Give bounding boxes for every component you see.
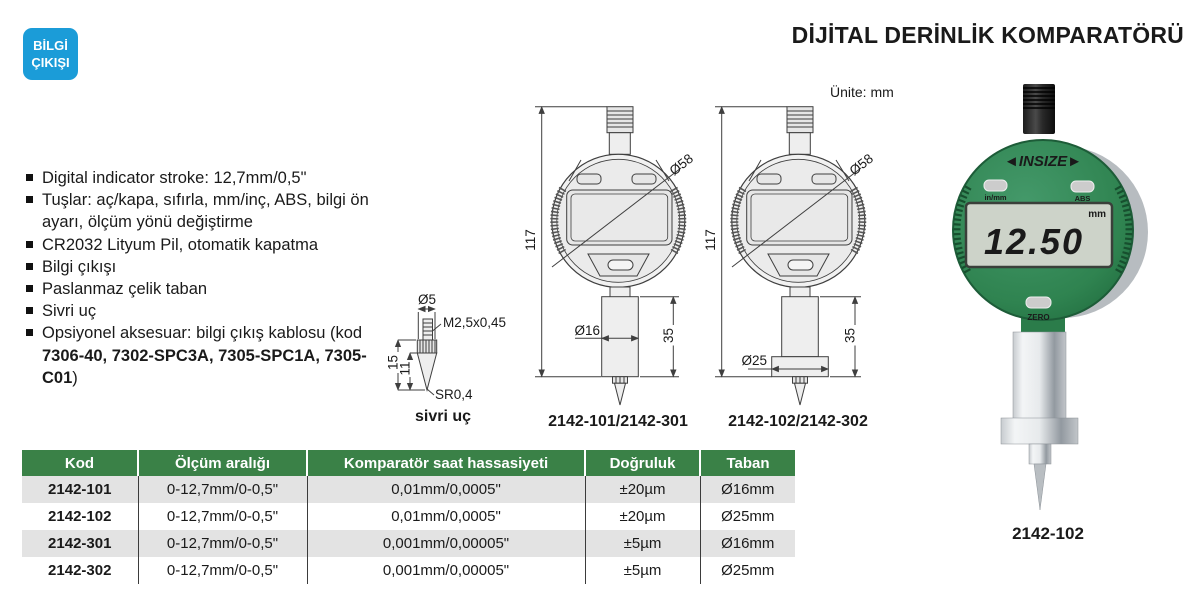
cell-base: Ø16mm [700,476,795,503]
spec-item: Sivri uç [25,300,379,322]
spec-list: Digital indicator stroke: 12,7mm/0,5" Tu… [25,167,379,389]
table-row: 2142-301 0-12,7mm/0-0,5" 0,001mm/0,00005… [22,530,795,557]
spec-item: Tuşlar: aç/kapa, sıfırla, mm/inç, ABS, b… [25,189,379,233]
lcd-screen [964,201,1114,269]
header-accuracy: Doğruluk [585,450,701,476]
gauge2-dia-label: Ø58 [847,151,876,179]
optional-codes: 7306-40, 7302-SPC3A, 7305-SPC1A, 7305-C0… [42,346,367,387]
header-resolution: Komparatör saat hassasiyeti [307,450,586,476]
abs-button [1070,180,1095,193]
cell-kod: 2142-102 [22,503,139,530]
cell-resolution: 0,001mm/0,00005" [307,530,586,557]
cell-resolution: 0,01mm/0,0005" [307,476,586,503]
zero-button [1025,296,1052,309]
tip-h11-label: 11 [398,361,413,375]
cell-kod: 2142-101 [22,476,139,503]
cell-accuracy: ±20µm [585,503,701,530]
gauge1-dia-label: Ø58 [667,151,696,179]
cell-range: 0-12,7mm/0-0,5" [138,503,308,530]
spec-item: Digital indicator stroke: 12,7mm/0,5" [25,167,379,189]
spec-table: Kod Ölçüm aralığı Komparatör saat hassas… [22,450,795,584]
inmm-button-label: in/mm [984,193,1006,202]
gauge1-base-h-label: 35 [661,328,676,343]
table-header-row: Kod Ölçüm aralığı Komparatör saat hassas… [22,450,795,476]
gauge2-height-label: 117 [703,229,718,251]
gauge-drawing-2: 117 Ø25 [703,105,876,430]
lcd-value: 12.50 [984,221,1084,262]
header-kod: Kod [22,450,139,476]
gauge2-caption: 2142-102/2142-302 [728,413,868,430]
photo-stem [1023,84,1055,134]
inmm-button [983,179,1008,192]
gauge1-caption: 2142-101/2142-301 [548,413,688,430]
tip-dia-label: Ø5 [418,292,436,307]
page-title: DİJİTAL DERİNLİK KOMPARATÖRÜ [791,22,1184,48]
cell-accuracy: ±5µm [585,557,701,584]
cell-resolution: 0,001mm/0,00005" [307,557,586,584]
header-base: Taban [700,450,795,476]
spec-item-optional: Opsiyonel aksesuar: bilgi çıkış kablosu … [25,322,379,389]
cell-kod: 2142-302 [22,557,139,584]
photo-gauge-face: ◄INSIZE► in/mm ABS mm 12.50 ZERO [952,139,1134,322]
info-output-badge: BİLGİ ÇIKIŞI [23,28,78,80]
cell-range: 0-12,7mm/0-0,5" [138,476,308,503]
gauge2-base-h-label: 35 [843,328,858,343]
table-row: 2142-302 0-12,7mm/0-0,5" 0,001mm/0,00005… [22,557,795,584]
lcd-unit: mm [1088,209,1106,220]
zero-button-label: ZERO [1027,313,1049,322]
optional-prefix: Opsiyonel aksesuar: bilgi çıkış kablosu … [42,324,363,343]
gauge1-height-label: 117 [523,229,538,251]
badge-line-1: BİLGİ [33,38,68,53]
optional-suffix: ) [72,368,78,387]
badge-line-2: ÇIKIŞI [31,55,70,70]
cell-kod: 2142-301 [22,530,139,557]
photo-base-assembly [1000,310,1079,511]
cell-range: 0-12,7mm/0-0,5" [138,557,308,584]
table-row: 2142-102 0-12,7mm/0-0,5" 0,01mm/0,0005" … [22,503,795,530]
gauge1-base-dia-label: Ø16 [574,323,600,338]
tip-drawing: Ø5 M2,5x0,45 15 11 SR0,4 sivri [386,292,507,425]
tip-thread-label: M2,5x0,45 [443,315,506,330]
unit-note: Ünite: mm [830,84,894,100]
spec-item: Bilgi çıkışı [25,256,379,278]
gauge2-base-dia-label: Ø25 [741,353,767,368]
product-caption: 2142-102 [1012,524,1084,543]
insize-logo: ◄INSIZE► [1004,153,1082,170]
cell-resolution: 0,01mm/0,0005" [307,503,586,530]
spec-item: Paslanmaz çelik taban [25,278,379,300]
abs-button-label: ABS [1075,194,1091,203]
gauge-drawing-1: 117 Ø16 [523,105,696,430]
cell-base: Ø25mm [700,557,795,584]
technical-drawings: Ø5 M2,5x0,45 15 11 SR0,4 sivri [386,105,876,430]
spec-item: CR2032 Lityum Pil, otomatik kapatma [25,234,379,256]
cell-base: Ø16mm [700,530,795,557]
cell-base: Ø25mm [700,503,795,530]
table-row: 2142-101 0-12,7mm/0-0,5" 0,01mm/0,0005" … [22,476,795,503]
cell-accuracy: ±5µm [585,530,701,557]
tip-radius-label: SR0,4 [435,387,473,402]
product-photo: ◄INSIZE► in/mm ABS mm 12.50 ZERO [952,84,1148,511]
tip-caption: sivri uç [415,408,471,425]
header-range: Ölçüm aralığı [138,450,308,476]
tip-h15-label: 15 [386,355,401,370]
cell-range: 0-12,7mm/0-0,5" [138,530,308,557]
cell-accuracy: ±20µm [585,476,701,503]
